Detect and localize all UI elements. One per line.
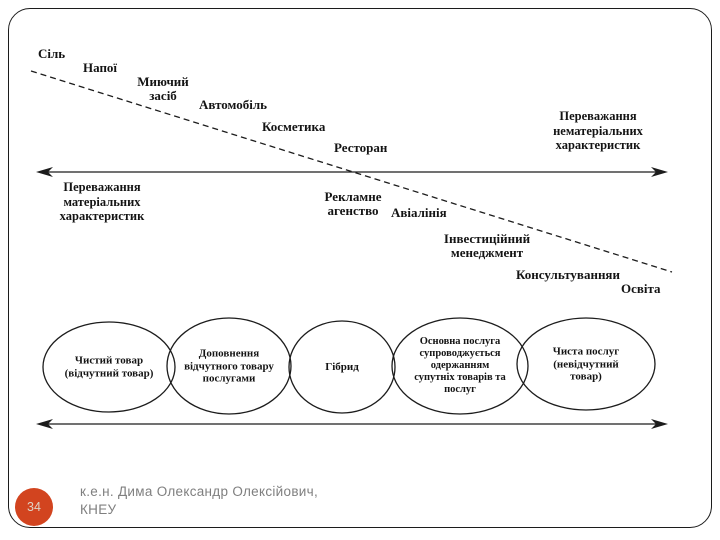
page-number: 34 (27, 500, 41, 514)
ellipse-label-good-with-services: Доповнення відчутного товару послугами (184, 347, 274, 385)
continuum-item-cosmetics: Косметика (262, 119, 326, 134)
continuum-item-investment: Інвестиційний менеджмент (443, 231, 531, 260)
continuum-item-airline: Авіалінія (391, 205, 447, 220)
continuum-item-education: Освіта (621, 281, 661, 296)
continuum-item-consulting: Консультуванняи (516, 267, 620, 282)
slide-border-frame (8, 8, 712, 528)
axis-label-material: Переважання матеріальних характеристик (59, 180, 145, 223)
ellipse-label-pure-service: Чиста послуг (невідчутний товар) (552, 345, 620, 383)
ellipse-label-service-with-goods: Основна послуга супроводжується одержанн… (414, 336, 506, 395)
ellipse-label-hybrid: Гібрид (325, 360, 359, 373)
axis-label-immaterial: Переважання нематеріальних характеристик (553, 109, 643, 152)
footer-credit: к.е.н. Дима Олександр Олексійович, КНЕУ (80, 484, 319, 517)
continuum-item-restaurant: Ресторан (334, 140, 388, 155)
continuum-item-salt: Сіль (38, 46, 66, 61)
continuum-item-car: Автомобіль (199, 97, 268, 112)
continuum-item-drinks: Напої (83, 60, 118, 75)
page-number-badge: 34 (15, 488, 53, 526)
continuum-item-detergent: Миючий засіб (137, 74, 189, 103)
continuum-item-ad-agency: Рекламне агенство (324, 189, 382, 218)
ellipse-label-pure-good: Чистий товар (відчутний товар) (64, 354, 154, 380)
